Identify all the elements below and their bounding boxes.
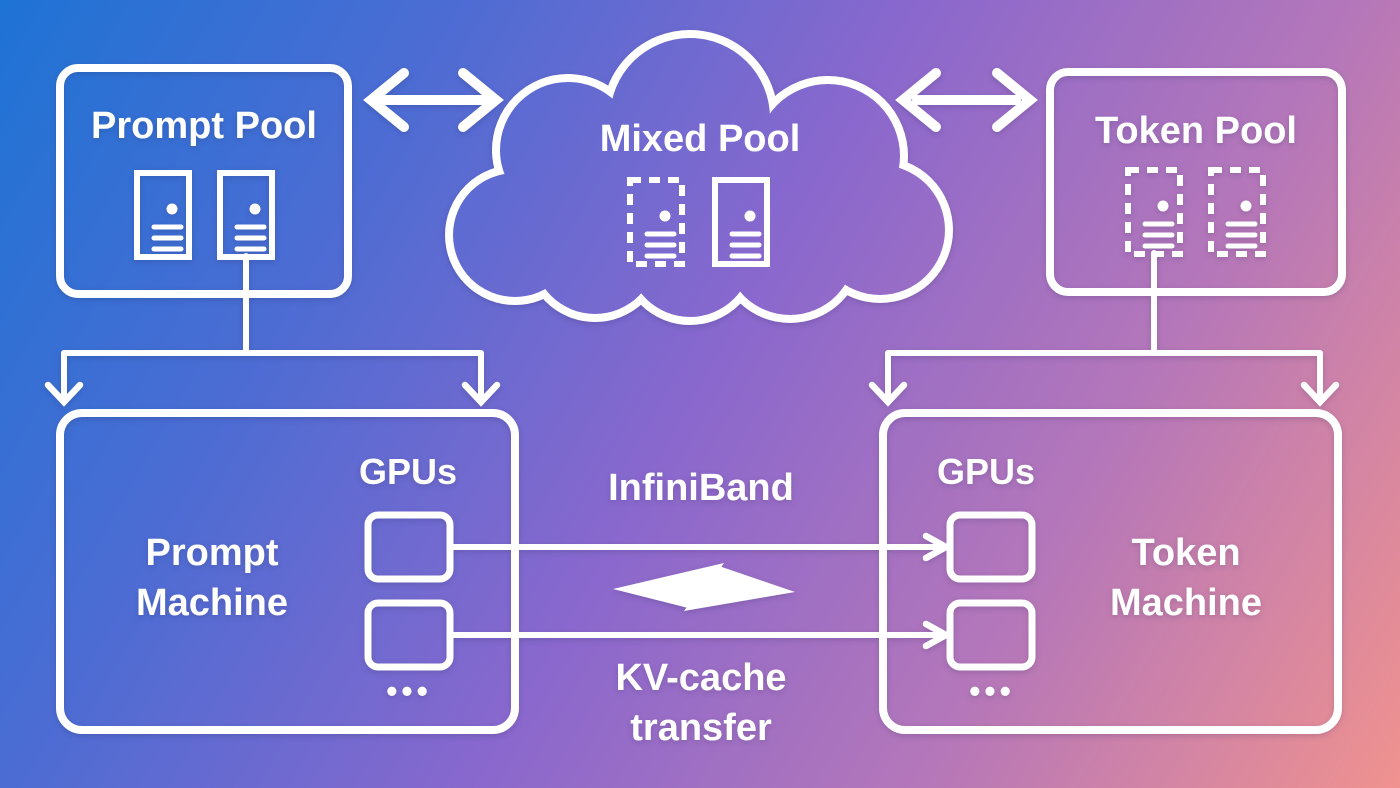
prompt-machine: Prompt Machine GPUs ••• <box>56 409 519 734</box>
right-arrow-icon <box>922 620 953 650</box>
kv-cache-transfer-label-line1: KV-cache <box>615 657 786 699</box>
prompt-pool-to-machine-connector <box>44 253 501 407</box>
token-pool: Token Pool <box>1046 68 1346 296</box>
server-icon <box>712 177 770 267</box>
kv-cache-link-1 <box>447 532 953 562</box>
server-icon <box>134 170 192 260</box>
kv-cache-transfer-label-line2: transfer <box>630 707 772 749</box>
server-led <box>249 203 261 215</box>
down-arrow-icon <box>1300 381 1340 407</box>
down-arrow-icon <box>44 381 84 407</box>
server-led <box>744 210 756 222</box>
gpus-label: GPUs <box>937 451 1035 492</box>
server-outline <box>712 177 770 267</box>
server-icon-dashed <box>627 177 685 267</box>
prompt-mixed-bidirectional-arrow-icon <box>363 68 504 132</box>
prompt-pool-title: Prompt Pool <box>91 105 317 147</box>
prompt-machine-box <box>56 409 519 734</box>
token-machine: Token Machine GPUs ••• <box>879 409 1342 734</box>
infiniband-label: InfiniBand <box>608 467 794 509</box>
token-pool-box <box>1046 68 1346 296</box>
token-machine-title-line2: Machine <box>1110 582 1262 624</box>
server-outline <box>1208 167 1266 257</box>
cloud-body <box>453 38 945 317</box>
lightning-bolt-icon <box>613 563 795 611</box>
token-pool-title: Token Pool <box>1095 110 1297 152</box>
token-pool-to-machine-connector <box>868 250 1340 407</box>
diagram-artwork: Mixed Pool Prompt Pool <box>44 30 1346 749</box>
server-icon-dashed <box>1208 167 1266 257</box>
gpu-ellipsis: ••• <box>969 673 1015 709</box>
token-machine-title-line1: Token <box>1131 532 1240 574</box>
mixed-token-bidirectional-arrow-icon <box>895 68 1038 132</box>
down-arrow-icon <box>461 381 501 407</box>
prompt-machine-title-line2: Machine <box>136 582 288 624</box>
kv-cache-link-2 <box>447 620 953 650</box>
prompt-pool-box <box>56 64 352 298</box>
mixed-pool-title: Mixed Pool <box>600 118 801 160</box>
server-led <box>1240 200 1252 212</box>
gpus-label: GPUs <box>359 451 457 492</box>
mixed-pool-cloud: Mixed Pool <box>445 30 953 325</box>
down-arrow-icon <box>868 381 908 407</box>
server-outline <box>627 177 685 267</box>
server-led <box>1157 200 1169 212</box>
server-outline <box>134 170 192 260</box>
server-led <box>166 203 178 215</box>
server-led <box>659 210 671 222</box>
prompt-machine-title-line1: Prompt <box>146 532 279 574</box>
token-machine-box <box>879 409 1342 734</box>
right-arrow-icon <box>922 532 953 562</box>
gpu-ellipsis: ••• <box>386 673 432 709</box>
prompt-pool: Prompt Pool <box>56 64 352 298</box>
